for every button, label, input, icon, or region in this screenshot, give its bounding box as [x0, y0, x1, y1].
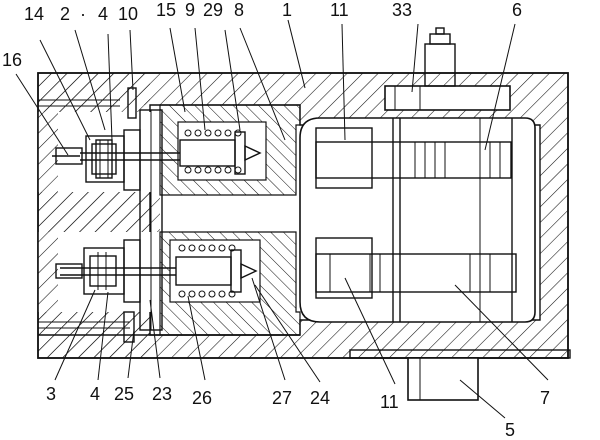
label-26: 26: [192, 388, 212, 408]
left-labels: 16: [2, 50, 22, 70]
label-3: 3: [46, 384, 56, 404]
valve-plate: [139, 109, 163, 331]
label-29: 29: [203, 0, 223, 20]
label-16: 16: [2, 50, 22, 70]
lower-cam: [315, 237, 517, 299]
side-ports: [38, 87, 137, 343]
label-11-top: 11: [330, 0, 349, 20]
upper-cylinder-housing: [159, 104, 301, 196]
label-5: 5: [505, 420, 515, 440]
lower-spring: [178, 244, 236, 298]
label-23: 23: [152, 384, 172, 404]
label-1: 1: [282, 0, 292, 20]
label-24: 24: [310, 388, 330, 408]
upper-spring: [184, 129, 242, 174]
label-2: 2: [60, 4, 70, 24]
label-8: 8: [234, 0, 244, 20]
upper-gland-assembly: [85, 129, 141, 191]
upper-cam: [315, 127, 512, 189]
top-labels: 14 2 · 4 10 15 9 29 8 1 11 33 6: [24, 0, 522, 24]
label-27: 27: [272, 388, 292, 408]
leader-lines: [15, 19, 549, 419]
label-9: 9: [185, 0, 195, 20]
label-4-top: 4: [98, 4, 108, 24]
label-6: 6: [512, 0, 522, 20]
label-15: 15: [156, 0, 176, 20]
label-25: 25: [114, 384, 134, 404]
bottom-labels: 3 4 25 23 26 27 24 11 7 5: [46, 384, 550, 440]
label-4-bottom: 4: [90, 384, 100, 404]
label-7: 7: [540, 388, 550, 408]
label-10: 10: [118, 4, 138, 24]
label-dot: ·: [80, 4, 86, 24]
label-14: 14: [24, 4, 44, 24]
output-shaft: [349, 349, 571, 401]
label-33: 33: [392, 0, 412, 20]
lower-cylinder-housing: [159, 231, 301, 336]
lower-gland-assembly: [83, 239, 141, 303]
label-11-bottom: 11: [380, 392, 399, 412]
top-terminal: [384, 27, 511, 111]
